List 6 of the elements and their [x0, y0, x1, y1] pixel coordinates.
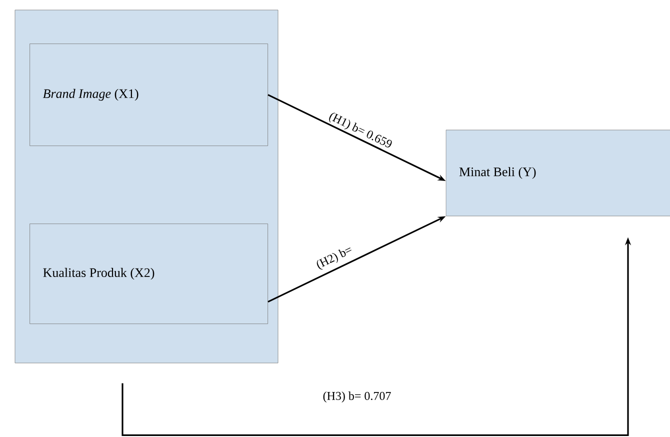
variable-box: Kualitas Produk (X2): [30, 224, 268, 324]
variable-box: Minat Beli (Y): [446, 130, 670, 216]
variable-box: Brand Image (X1): [30, 44, 268, 146]
edge-label: (H3) b= 0.707: [323, 392, 391, 402]
edge-label: (H1) b= 0.659: [329, 112, 392, 148]
edge-label: (H2) b=: [316, 248, 352, 270]
